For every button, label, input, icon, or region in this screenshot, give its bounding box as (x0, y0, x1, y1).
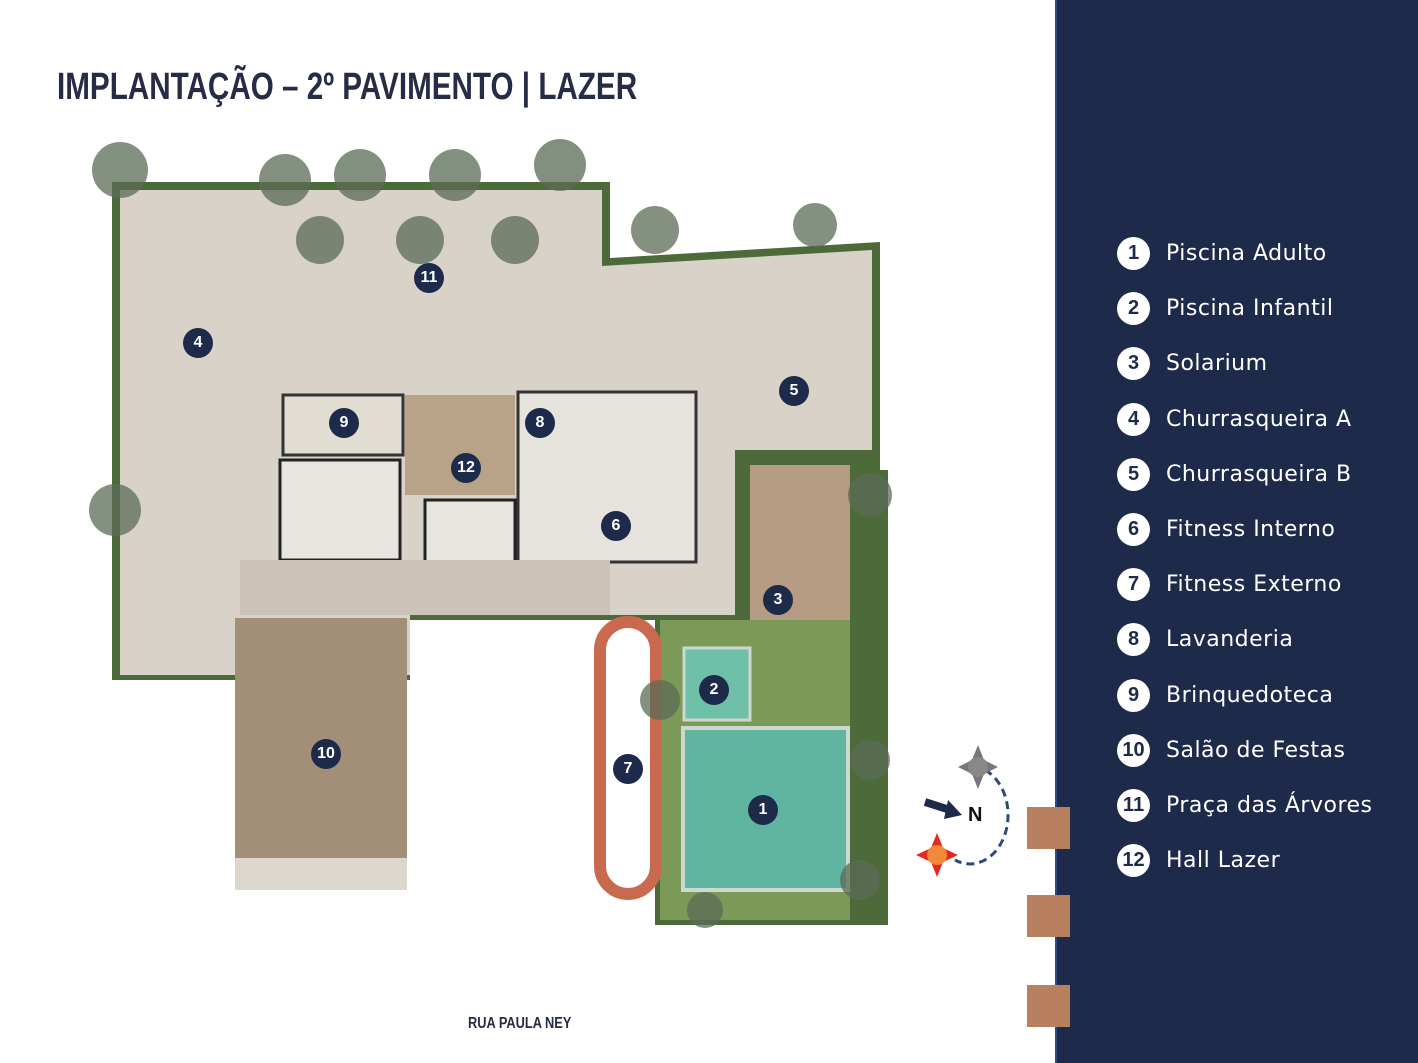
plan-marker-4: 4 (183, 328, 213, 358)
legend-number: 4 (1117, 402, 1150, 436)
legend-number: 7 (1117, 568, 1150, 602)
plan-marker-6: 6 (601, 511, 631, 541)
legend-item: 4 Churrasqueira A (1117, 392, 1373, 447)
plan-marker-7: 7 (613, 754, 643, 784)
legend-item: 7 Fitness Externo (1117, 557, 1373, 612)
running-track (594, 616, 662, 900)
legend-item: 10 Salão de Festas (1117, 723, 1373, 778)
legend-panel (1055, 0, 1418, 1063)
legend-label: Brinquedoteca (1166, 682, 1334, 708)
sunset-icon (958, 745, 998, 789)
legend-item: 3 Solarium (1117, 336, 1373, 391)
stair-core (278, 458, 402, 562)
legend-item: 6 Fitness Interno (1117, 502, 1373, 557)
page-title: IMPLANTAÇÃO – 2º PAVIMENTO | LAZER (57, 66, 638, 108)
legend-item: 11 Praça das Árvores (1117, 778, 1373, 833)
legend-label: Hall Lazer (1166, 848, 1281, 874)
legend-item: 1 Piscina Adulto (1117, 226, 1373, 281)
legend-item: 12 Hall Lazer (1117, 833, 1373, 888)
decorative-tab (1027, 985, 1070, 1027)
legend-number: 6 (1117, 513, 1150, 547)
legend-label: Solarium (1166, 351, 1268, 377)
plan-marker-11: 11 (414, 263, 444, 293)
legend: 1 Piscina Adulto 2 Piscina Infantil 3 Solar… (1117, 226, 1373, 888)
legend-item: 2 Piscina Infantil (1117, 281, 1373, 336)
plan-marker-5: 5 (779, 376, 809, 406)
decorative-tab (1027, 807, 1070, 849)
legend-number: 9 (1117, 678, 1150, 712)
legend-label: Piscina Infantil (1166, 296, 1334, 322)
legend-label: Fitness Externo (1166, 572, 1342, 598)
legend-item: 8 Lavanderia (1117, 612, 1373, 667)
plan-marker-10: 10 (311, 739, 341, 769)
plan-marker-8: 8 (525, 408, 555, 438)
plan-marker-9: 9 (329, 408, 359, 438)
legend-number: 1 (1117, 237, 1150, 271)
party-hall-area (235, 618, 407, 858)
legend-label: Piscina Adulto (1166, 241, 1327, 267)
north-arrow-icon (923, 798, 962, 819)
legend-number: 10 (1117, 733, 1150, 767)
legend-label: Fitness Interno (1166, 517, 1336, 543)
sun-path-arc (954, 768, 1010, 866)
north-label: N (968, 804, 983, 826)
plan-marker-1: 1 (748, 795, 778, 825)
legend-number: 12 (1117, 844, 1150, 878)
legend-label: Salão de Festas (1166, 737, 1346, 763)
floor-plan (89, 139, 1010, 928)
plan-marker-3: 3 (763, 585, 793, 615)
legend-number: 5 (1117, 457, 1150, 491)
plan-marker-12: 12 (451, 453, 481, 483)
legend-number: 2 (1117, 292, 1150, 326)
sunrise-icon (916, 833, 958, 877)
legend-number: 3 (1117, 347, 1150, 381)
legend-item: 5 Churrasqueira B (1117, 447, 1373, 502)
decorative-tab (1027, 895, 1070, 937)
legend-label: Churrasqueira B (1166, 461, 1352, 487)
legend-number: 11 (1117, 788, 1150, 822)
legend-label: Praça das Árvores (1166, 792, 1373, 818)
trees (89, 139, 892, 928)
street-label: RUA PAULA NEY (468, 1015, 572, 1032)
legend-label: Lavanderia (1166, 627, 1294, 653)
legend-label: Churrasqueira A (1166, 406, 1352, 432)
legend-number: 8 (1117, 623, 1150, 657)
plan-marker-2: 2 (699, 675, 729, 705)
legend-item: 9 Brinquedoteca (1117, 668, 1373, 723)
